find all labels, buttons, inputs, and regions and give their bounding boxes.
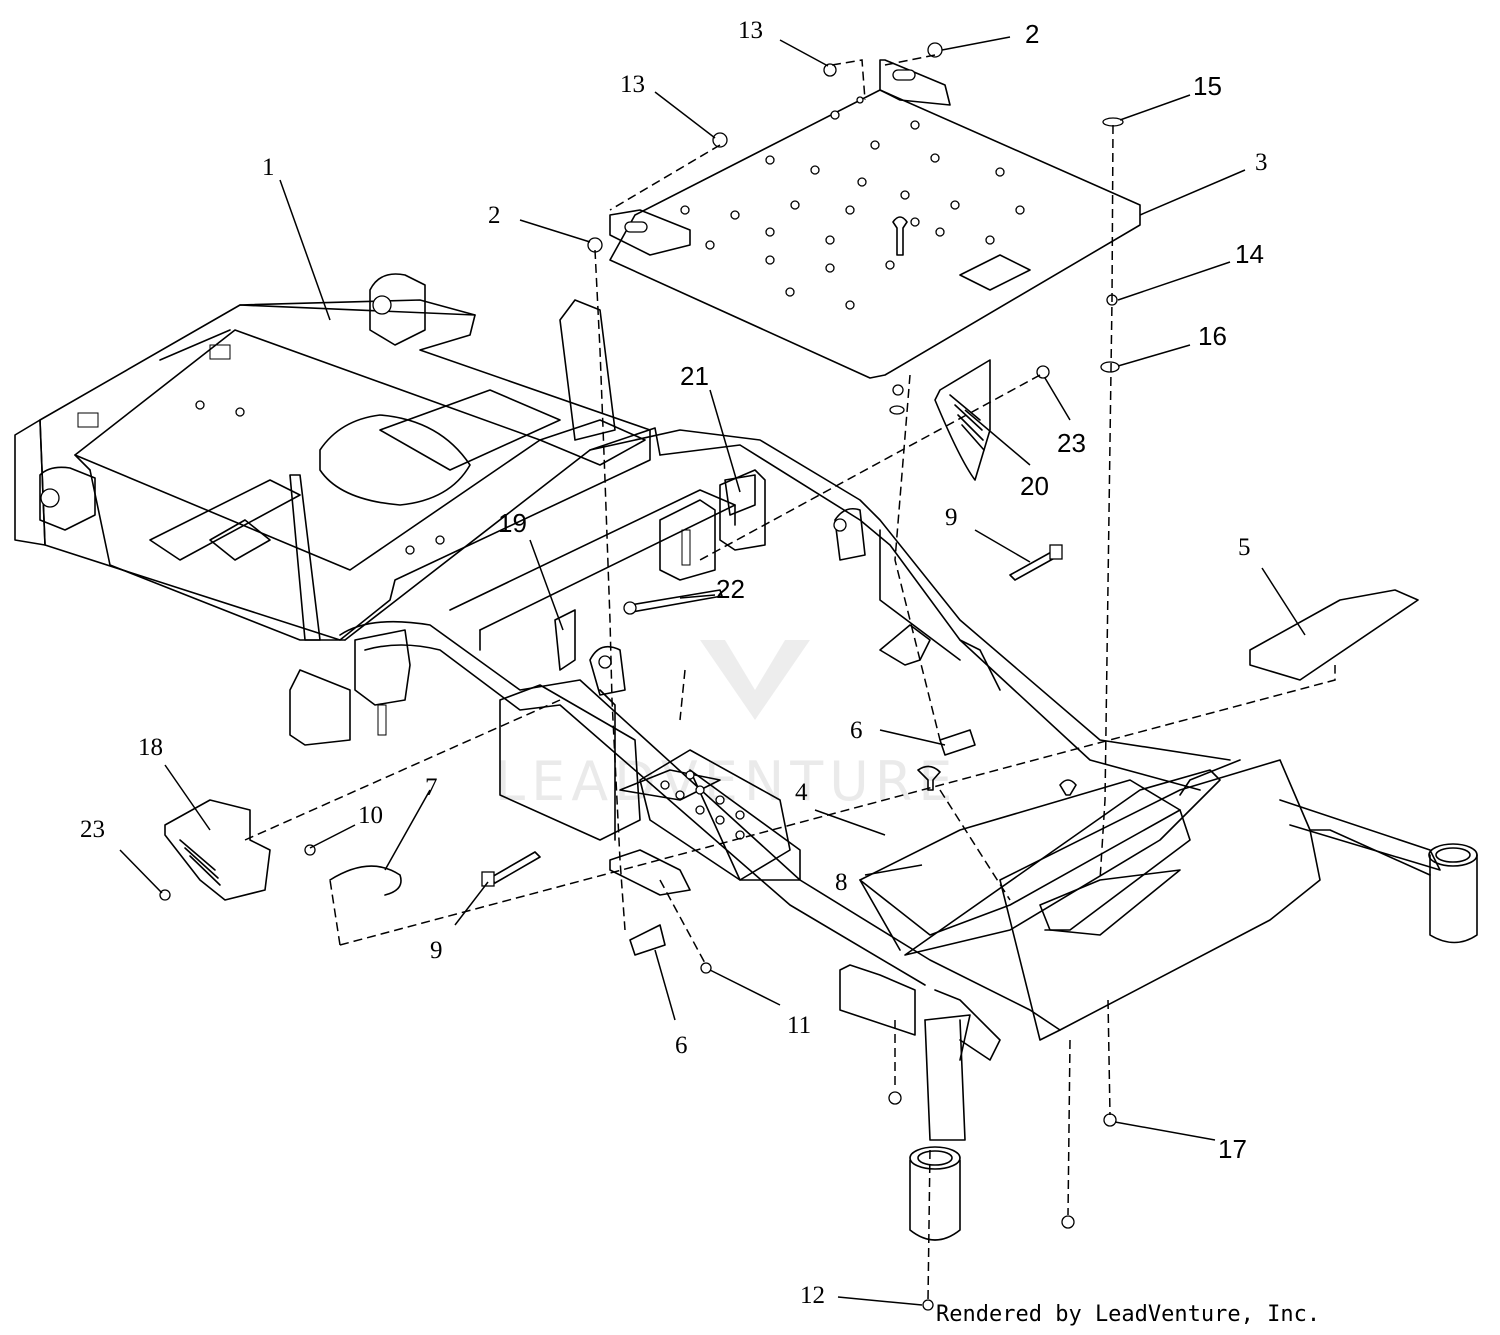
part-8-knob bbox=[917, 765, 941, 791]
part-4-footplate bbox=[904, 769, 1221, 956]
part-22-pin bbox=[629, 589, 723, 613]
part-6-bushing-upper bbox=[939, 729, 976, 756]
part-8-knob-b bbox=[1059, 779, 1077, 796]
callout-22: 22 bbox=[716, 574, 745, 604]
part-2-washer-a bbox=[927, 42, 943, 58]
callout-23-right: 23 bbox=[1057, 428, 1086, 458]
callout-3: 3 bbox=[1255, 149, 1268, 176]
main-frame bbox=[289, 427, 1441, 1061]
callout-16: 16 bbox=[1198, 321, 1227, 351]
callouts: 13 2 13 15 1 3 2 14 16 21 23 20 9 5 19 2… bbox=[80, 17, 1268, 1309]
part-7-spring bbox=[329, 865, 402, 896]
part-2-washer-b bbox=[587, 237, 603, 253]
callout-5: 5 bbox=[1238, 534, 1251, 561]
callout-11: 11 bbox=[787, 1012, 811, 1039]
part-5-mat bbox=[1249, 589, 1419, 681]
callout-15: 15 bbox=[1193, 71, 1222, 101]
callout-2-top: 2 bbox=[1025, 19, 1039, 49]
callout-6-lower: 6 bbox=[675, 1032, 688, 1059]
part-19-bracket bbox=[554, 609, 576, 671]
callout-13-left: 13 bbox=[620, 71, 645, 98]
assembly-lines bbox=[244, 54, 1336, 1301]
callout-8: 8 bbox=[835, 869, 848, 896]
callout-2-left: 2 bbox=[488, 202, 501, 229]
hardware-parts bbox=[159, 42, 1124, 1311]
part-12-nut bbox=[922, 1299, 934, 1311]
callout-18: 18 bbox=[138, 734, 163, 761]
watermark-text: LEADVENTURE bbox=[495, 750, 958, 813]
callout-23-left: 23 bbox=[80, 816, 105, 843]
part-20-bracket bbox=[934, 359, 991, 481]
part-15-bolt bbox=[1102, 117, 1124, 127]
callout-21: 21 bbox=[680, 361, 709, 391]
callout-17: 17 bbox=[1218, 1134, 1247, 1164]
part-18-bracket bbox=[164, 799, 271, 901]
callout-4: 4 bbox=[795, 779, 808, 806]
callout-12: 12 bbox=[800, 1282, 825, 1309]
callout-19: 19 bbox=[498, 508, 527, 538]
part-1-rear-frame bbox=[14, 273, 651, 641]
front-caster-right bbox=[1428, 843, 1478, 944]
watermark: LEADVENTURE bbox=[495, 640, 958, 813]
render-credit: Rendered by LeadVenture, Inc. bbox=[936, 1302, 1321, 1327]
leader-lines bbox=[119, 36, 1306, 1306]
part-17-nut-b bbox=[1061, 1215, 1075, 1229]
part-11-nut bbox=[700, 962, 712, 974]
callout-6-upper: 6 bbox=[850, 717, 863, 744]
part-16-washer bbox=[1100, 361, 1120, 373]
callout-1: 1 bbox=[262, 154, 275, 181]
part-13-nut bbox=[823, 63, 837, 77]
part-nut-c bbox=[888, 1091, 902, 1105]
part-3-seat-plate bbox=[609, 59, 1141, 379]
callout-7: 7 bbox=[425, 774, 438, 801]
foot-pedal bbox=[639, 749, 791, 881]
callout-13-top: 13 bbox=[738, 17, 763, 44]
part-17-nut bbox=[1103, 1113, 1117, 1127]
part-6-bushing-lower bbox=[629, 924, 666, 956]
part-21-bracket bbox=[724, 474, 756, 516]
callout-9-left: 9 bbox=[430, 937, 443, 964]
callout-20: 20 bbox=[1020, 471, 1049, 501]
part-13-spacer bbox=[712, 132, 728, 148]
callout-9-right: 9 bbox=[945, 504, 958, 531]
callout-14: 14 bbox=[1235, 239, 1264, 269]
callout-10: 10 bbox=[358, 802, 383, 829]
front-caster-left bbox=[909, 1019, 966, 1241]
part-9-bolt-left bbox=[489, 851, 541, 884]
